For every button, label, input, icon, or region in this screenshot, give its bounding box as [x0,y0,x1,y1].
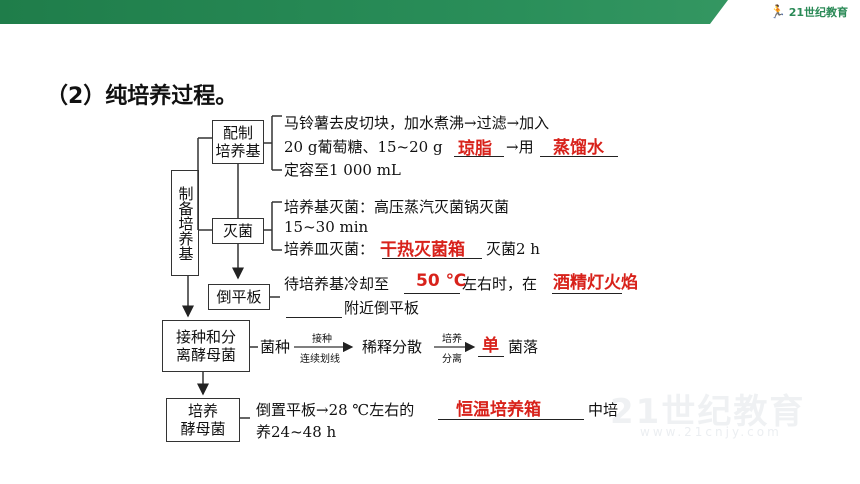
brand-text: 21世纪教育 [788,6,848,19]
arrow-label-lianxu: 连续划线 [300,354,340,365]
answer-jiujingdeng: 酒精灯火焰 [553,273,638,293]
answer-ganre-miejunxiang: 干热灭菌箱 [380,240,465,260]
pei-line-1a: 倒置平板→28 ℃左右的 [256,401,415,419]
answer-temperature: 50 ℃ [416,271,467,291]
watermark-logo: 21世纪教育 [610,392,806,432]
banner-notch [710,0,860,24]
section-heading: （2）纯培养过程。 [46,84,238,109]
arrow-label-fenli: 分离 [442,354,462,365]
blank-jiujingdeng-cont [286,317,342,318]
brand-logo: 🏃 21世纪教育 [770,3,849,21]
peizhi-line-2a: 20 g葡萄糖、15~20 g [284,138,443,156]
blank-hengwen [438,419,584,420]
node-daopingban: 倒平板 [208,284,270,310]
jie-junluo: 菌落 [508,338,539,356]
answer-hengwen-peiyangxiang: 恒温培养箱 [456,400,541,420]
peizhi-line-3: 定容至1 000 mL [284,161,401,179]
blank-ganre [382,258,482,259]
top-banner: 🏃 21世纪教育 [0,0,860,24]
arrow-label-jiezhong: 接种 [312,334,332,345]
peizhi-line-2b: →用 [506,138,534,156]
pei-line-1b: 中培 [588,401,619,419]
blank-zhengliushui [540,156,618,157]
node-zhibei-peiyangji: 制备培养基 [171,170,199,276]
miejun-line-2: 15~30 min [284,218,369,236]
miejun-line-3b: 灭菌2 h [486,240,540,258]
runner-logo-icon: 🏃 [769,4,786,20]
jie-xishi: 稀释分散 [362,338,423,356]
jie-junzhong: 菌种 [260,338,291,356]
pei-line-2: 养24~48 h [256,423,337,441]
answer-qiongzhi: 琼脂 [458,139,492,159]
dao-line-1a: 待培养基冷却至 [284,275,390,293]
blank-qiongzhi [454,156,504,157]
node-peizhi-peiyangji: 配制 培养基 [212,120,264,164]
miejun-line-1: 培养基灭菌：高压蒸汽灭菌锅灭菌 [284,198,510,216]
answer-zhengliushui: 蒸馏水 [553,138,604,158]
peizhi-line-1: 马铃薯去皮切块，加水煮沸→过滤→加入 [284,114,550,132]
blank-temp [404,293,460,294]
dao-line-2: 附近倒平板 [344,299,420,317]
node-peiyang-jiaomujun: 培养 酵母菌 [166,398,240,442]
answer-dan: 单 [482,336,499,356]
blank-dan [478,356,504,357]
watermark-url: www.21cnjy.com [640,425,782,439]
node-jiezhong-fenli: 接种和分 离酵母菌 [162,320,250,372]
node-miejun: 灭菌 [212,218,264,244]
miejun-line-3a: 培养皿灭菌： [284,240,375,258]
blank-jiujingdeng [552,293,622,294]
arrow-label-peiyang: 培养 [442,334,462,345]
dao-line-1b: 左右时，在 [462,275,538,293]
